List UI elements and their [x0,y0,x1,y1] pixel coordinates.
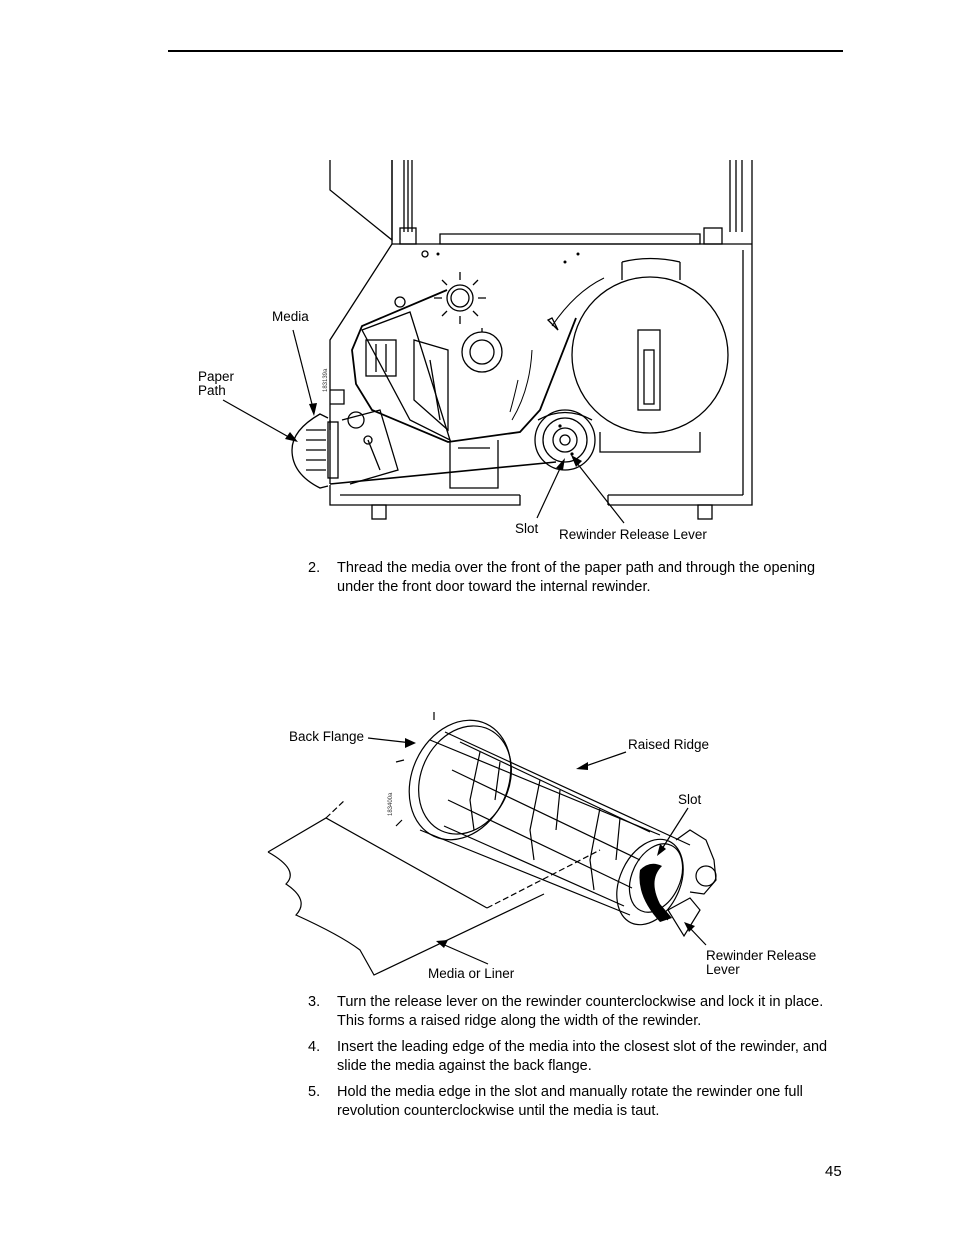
media-label: Media [272,309,309,324]
page-number: 45 [825,1163,842,1180]
back-flange-label: Back Flange [289,729,365,744]
step-number: 5. [308,1084,321,1100]
step-text: Thread the media over the front of the p… [337,560,816,595]
rewinder-release-lever-label: Rewinder Release Lever [559,527,707,542]
printer-paper-path-illustration [222,160,753,524]
raised-ridge-label: Raised Ridge [628,737,710,752]
rewinder-illustration [267,712,717,976]
slot-label: Slot [515,521,539,536]
figure2-code: 183400a [388,792,394,816]
media-or-liner-label: Media or Liner [428,966,515,981]
rewinder-release-lever-label-2: Rewinder Release Lever [706,948,817,977]
step-text: Insert the leading edge of the media int… [337,1039,828,1074]
step-number: 2. [308,560,321,576]
step-text: Turn the release lever on the rewinder c… [337,994,824,1029]
paper-path-label: Paper Path [198,369,235,398]
step-number: 3. [308,994,321,1010]
step-text: Hold the media edge in the slot and manu… [337,1084,803,1119]
step-number: 4. [308,1039,321,1055]
header-rule [168,50,843,52]
slot-label-2: Slot [678,792,702,807]
